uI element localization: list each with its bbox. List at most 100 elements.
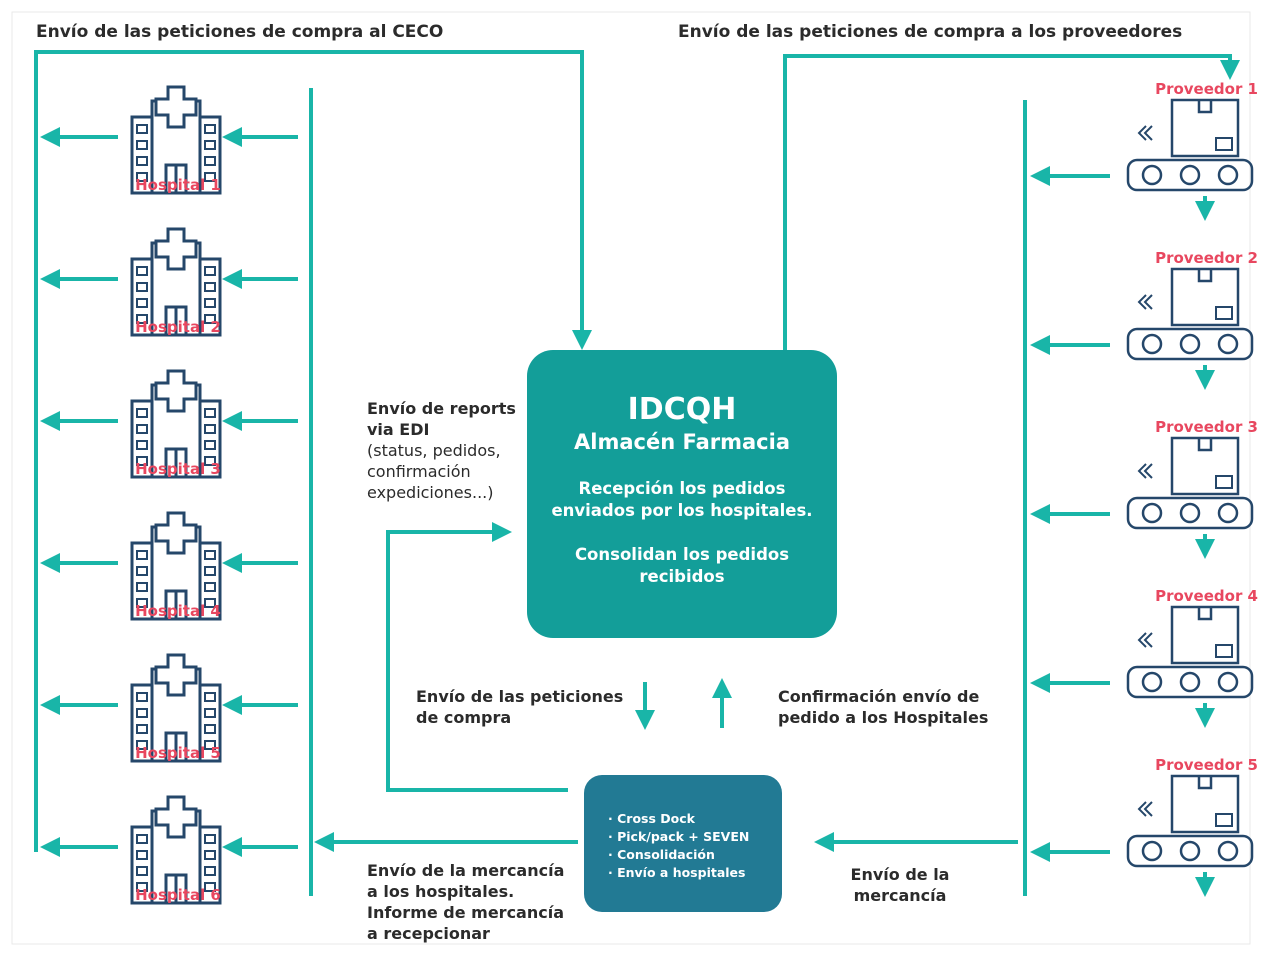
provider-box-label [1215, 813, 1233, 827]
provider-label: Proveedor 3 [1155, 418, 1258, 436]
provider-motion-icon [1137, 463, 1153, 479]
hospital-right-wing [198, 683, 222, 763]
provider-box-tab [1197, 269, 1213, 283]
hospital-window [204, 266, 216, 276]
provider-conveyor [1126, 665, 1254, 699]
hospital-window [204, 834, 216, 844]
hospital-window [136, 282, 148, 292]
right-title: Envío de las peticiones de compra a los … [678, 22, 1183, 42]
provider-box-label [1215, 306, 1233, 320]
provider-conveyor [1126, 158, 1254, 192]
purchase-text: Envío de las peticiones de compra [416, 687, 624, 727]
hospital-window [136, 424, 148, 434]
hospital-window [204, 440, 216, 450]
provider-box [1170, 774, 1240, 834]
hospital-window [204, 708, 216, 718]
hospital-window [136, 834, 148, 844]
hospital-window [136, 708, 148, 718]
hospital-window [136, 172, 148, 182]
provider-box-tab [1197, 438, 1213, 452]
hospital-window [204, 424, 216, 434]
provider-box [1170, 436, 1240, 496]
provider-icon [1126, 774, 1254, 868]
hospital-window [204, 566, 216, 576]
hospital-icon [130, 85, 222, 195]
hospital-window [204, 582, 216, 592]
hospital-window [136, 566, 148, 576]
hospital-window [136, 314, 148, 324]
hospital-icon [130, 369, 222, 479]
hospital-right-wing [198, 115, 222, 195]
provider-conveyor [1126, 496, 1254, 530]
provider-label: Proveedor 5 [1155, 756, 1258, 774]
hospital-window [136, 724, 148, 734]
hospital-window [204, 882, 216, 892]
hospital-door [164, 589, 188, 619]
hospital-left-wing [130, 683, 154, 763]
provider-roller [1179, 502, 1201, 524]
hospital-right-wing [198, 541, 222, 621]
reports-text: Envío de reports via EDI (status, pedido… [367, 399, 516, 502]
provider-conveyor [1126, 327, 1254, 361]
provider-motion-icon [1137, 801, 1153, 817]
provider-roller [1141, 502, 1163, 524]
ceco-loop-arrow [34, 50, 592, 852]
hospital-left-wing [130, 115, 154, 195]
hospital-window [136, 882, 148, 892]
hospital-window [136, 140, 148, 150]
provider-roller [1141, 333, 1163, 355]
hospital-window [136, 692, 148, 702]
left-title: Envío de las peticiones de compra al CEC… [36, 22, 444, 42]
hospital-cross [154, 795, 198, 839]
hospital-cross [154, 653, 198, 697]
hospital-icon [130, 227, 222, 337]
hospital-window [204, 740, 216, 750]
hospital-window [204, 850, 216, 860]
provider-icons [1126, 98, 1254, 868]
hospital-window [204, 172, 216, 182]
hospital-window [204, 866, 216, 876]
hospital-window [136, 740, 148, 750]
hospital-window [204, 550, 216, 560]
hospital-cross [154, 227, 198, 271]
hospital-right-wing [198, 825, 222, 905]
warehouse-text: enviados por los hospitales. [551, 501, 813, 520]
provider-motion-icon [1137, 125, 1153, 141]
hospital-window [136, 124, 148, 134]
provider-box [1170, 98, 1240, 158]
warehouse-text: Consolidan los pedidos [574, 545, 790, 564]
warehouse-text: recibidos [639, 567, 725, 586]
reports-loop-arrow [386, 522, 568, 792]
hospital-window [204, 456, 216, 466]
hospital-icon [130, 795, 222, 905]
hospital-window [204, 314, 216, 324]
hospital-label: Hospital 5 [135, 744, 221, 762]
hospital-window [204, 598, 216, 608]
provider-icon [1126, 98, 1254, 192]
warehouse-subtitle: Almacén Farmacia [574, 430, 790, 454]
crossdock-item: · Pick/pack + SEVEN [608, 829, 750, 844]
crossdock-item: · Consolidación [608, 847, 715, 862]
provider-arrows [1030, 166, 1215, 897]
hospital-label: Hospital 3 [135, 460, 221, 478]
hospital-label: Hospital 4 [135, 602, 221, 620]
hospital-window [136, 408, 148, 418]
hospital-left-wing [130, 541, 154, 621]
provider-icon [1126, 267, 1254, 361]
provider-box-label [1215, 137, 1233, 151]
confirm-text: Confirmación envío de pedido a los Hospi… [778, 687, 989, 727]
provider-conveyor [1126, 834, 1254, 868]
provider-label: Proveedor 1 [1155, 80, 1258, 98]
hospital-window [136, 850, 148, 860]
hospital-window [136, 582, 148, 592]
hospital-right-wing [198, 257, 222, 337]
hospital-left-wing [130, 257, 154, 337]
provider-roller [1141, 840, 1163, 862]
provider-roller [1179, 671, 1201, 693]
hospital-left-wing [130, 399, 154, 479]
hospital-window [136, 598, 148, 608]
provider-box-tab [1197, 607, 1213, 621]
hospital-cross [154, 369, 198, 413]
